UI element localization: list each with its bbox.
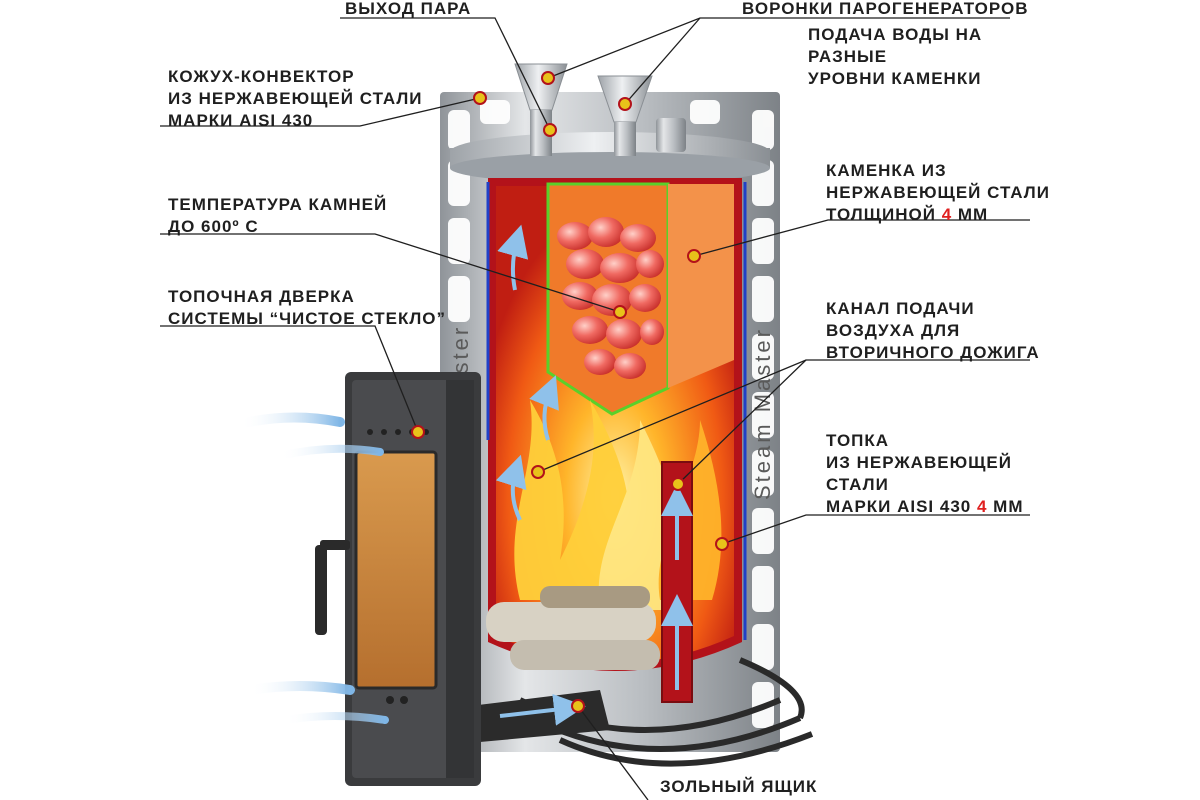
label-line: РАЗНЫЕ — [808, 47, 888, 66]
label-text: ТОЛЩИНОЙ — [826, 205, 942, 224]
label-line: ТОЛЩИНОЙ 4 ММ — [826, 204, 1050, 226]
marker-dot — [541, 71, 555, 85]
label-line: МАРКИ AISI 430 — [168, 111, 314, 130]
label-line: СИСТЕМЫ “ЧИСТОЕ СТЕКЛО” — [168, 309, 446, 328]
label-line: ВОЗДУХА ДЛЯ — [826, 321, 961, 340]
label-line: КАМЕНКА ИЗ — [826, 161, 947, 180]
label-stone-chamber: КАМЕНКА ИЗ НЕРЖАВЕЮЩЕЙ СТАЛИ ТОЛЩИНОЙ 4 … — [826, 160, 1050, 226]
flames — [514, 400, 722, 610]
label-line: МАРКИ AISI 430 4 ММ — [826, 496, 1023, 518]
marker-dot — [543, 123, 557, 137]
label-line: КОЖУХ-КОНВЕКТОР — [168, 67, 355, 86]
label-line: НЕРЖАВЕЮЩЕЙ СТАЛИ — [826, 183, 1050, 202]
label-line: ВТОРИЧНОГО ДОЖИГА — [826, 343, 1040, 362]
label-ash-box: ЗОЛЬНЫЙ ЯЩИК — [660, 777, 818, 796]
leader-lines — [160, 17, 1030, 800]
stone-chamber — [546, 182, 734, 416]
label-door: ТОПОЧНАЯ ДВЕРКА СИСТЕМЫ “ЧИСТОЕ СТЕКЛО” — [168, 286, 446, 330]
logs — [486, 586, 660, 670]
stones — [557, 217, 664, 379]
marker-dot — [671, 477, 685, 491]
label-line: ПОДАЧА ВОДЫ НА — [808, 25, 983, 44]
marker-dot — [531, 465, 545, 479]
callout-markers — [411, 71, 729, 713]
brand-right: Steam Master — [750, 327, 775, 500]
label-stone-temp: ТЕМПЕРАТУРА КАМНЕЙ ДО 600º С — [168, 194, 387, 238]
firebox-door — [315, 372, 481, 786]
label-casing: КОЖУХ-КОНВЕКТОР ИЗ НЕРЖАВЕЮЩЕЙ СТАЛИ МАР… — [168, 66, 423, 132]
thickness-value: 4 — [976, 497, 988, 516]
label-line: СТАЛИ — [826, 475, 889, 494]
label-text: ММ — [952, 205, 989, 224]
label-water-supply: ПОДАЧА ВОДЫ НА РАЗНЫЕ УРОВНИ КАМЕНКИ — [808, 24, 982, 90]
thickness-value: 4 — [941, 205, 953, 224]
label-firebox: ТОПКА ИЗ НЕРЖАВЕЮЩЕЙ СТАЛИ МАРКИ AISI 43… — [826, 430, 1023, 518]
label-line: ТЕМПЕРАТУРА КАМНЕЙ — [168, 195, 388, 214]
top-plate — [450, 132, 770, 184]
label-line: ТОПКА — [826, 431, 890, 450]
label-line: ДО 600º С — [168, 217, 259, 236]
label-steam-outlet: ВЫХОД ПАРА — [345, 0, 472, 18]
marker-dot — [618, 97, 632, 111]
marker-dot — [473, 91, 487, 105]
incoming-air-arrows — [235, 412, 389, 724]
marker-dot — [613, 305, 627, 319]
label-text: ММ — [987, 497, 1024, 516]
label-line: ИЗ НЕРЖАВЕЮЩЕЙ — [826, 453, 1012, 472]
marker-dot — [411, 425, 425, 439]
label-line: ИЗ НЕРЖАВЕЮЩЕЙ СТАЛИ — [168, 89, 423, 108]
air-channel — [661, 461, 693, 703]
label-line: ТОПОЧНАЯ ДВЕРКА — [168, 287, 355, 306]
marker-dot — [571, 699, 585, 713]
marker-dot — [687, 249, 701, 263]
label-line: УРОВНИ КАМЕНКИ — [808, 69, 982, 88]
label-text: МАРКИ AISI 430 — [826, 497, 977, 516]
label-funnels: ВОРОНКИ ПАРОГЕНЕРАТОРОВ — [742, 0, 1029, 18]
label-line: КАНАЛ ПОДАЧИ — [826, 299, 975, 318]
label-air-channel: КАНАЛ ПОДАЧИ ВОЗДУХА ДЛЯ ВТОРИЧНОГО ДОЖИ… — [826, 298, 1040, 364]
air-arrows-inner — [495, 224, 559, 521]
marker-dot — [715, 537, 729, 551]
